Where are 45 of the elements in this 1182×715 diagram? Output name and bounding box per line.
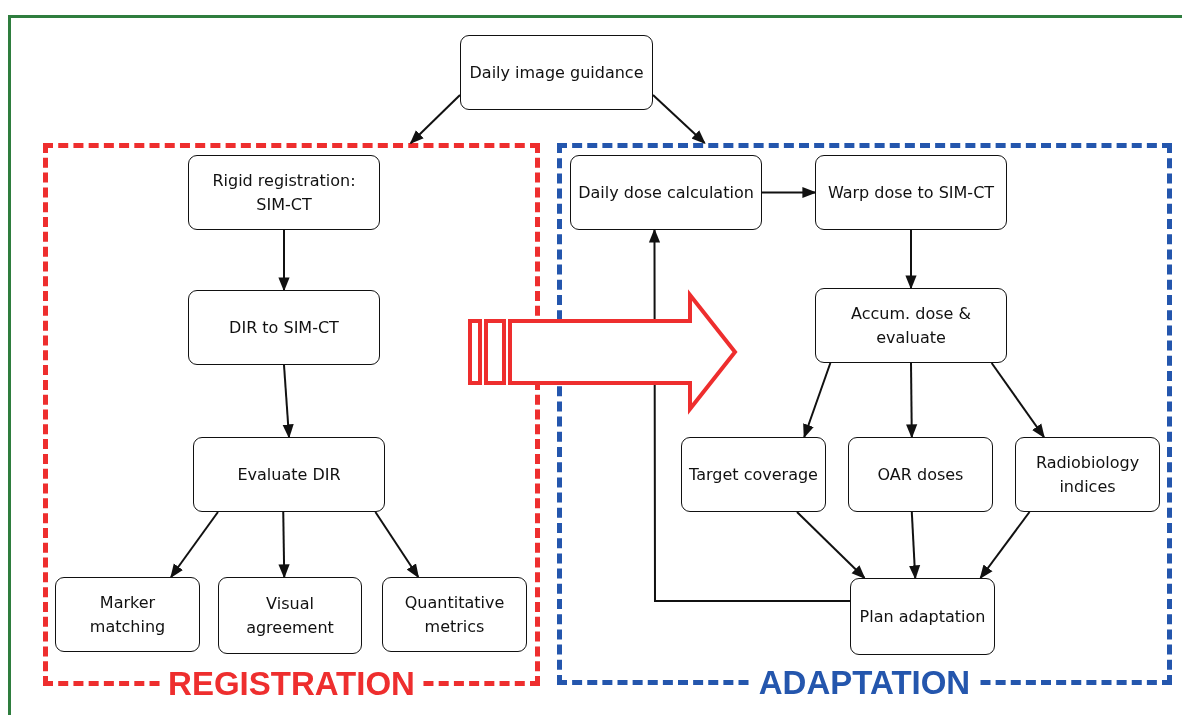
process-box — [188, 155, 380, 230]
box-label: OAR doses — [877, 463, 964, 486]
process-box — [193, 437, 385, 512]
box-label: Rigid registration: SIM-CT — [211, 169, 357, 216]
arrow — [905, 229, 917, 290]
box-label: Warp dose to SIM-CT — [827, 181, 995, 204]
box-label: Visual agreement — [245, 592, 335, 639]
box-label: Radiobiology indices — [1034, 451, 1141, 498]
block-arrow — [468, 289, 738, 415]
box-label: Evaluate DIR — [237, 463, 341, 486]
arrow — [648, 228, 851, 603]
process-box — [570, 155, 762, 230]
arrow — [170, 511, 219, 579]
arrow — [796, 511, 866, 579]
arrow — [979, 511, 1031, 580]
process-box — [815, 155, 1007, 230]
box-label: Marker matching — [88, 591, 167, 638]
process-box — [815, 288, 1007, 363]
arrow — [282, 364, 294, 439]
arrow — [803, 362, 832, 439]
process-box — [850, 578, 995, 655]
arrow — [374, 511, 420, 579]
process-box — [460, 35, 653, 110]
process-box — [55, 577, 200, 652]
box-label: DIR to SIM-CT — [229, 316, 339, 339]
process-box — [848, 437, 993, 512]
arrow — [278, 511, 290, 579]
process-box — [1015, 437, 1160, 512]
arrow — [909, 511, 921, 580]
process-box — [188, 290, 380, 365]
process-box — [681, 437, 826, 512]
box-label: Plan adaptation — [859, 605, 986, 628]
box-label: Target coverage — [689, 463, 818, 486]
box-label: Daily image guidance — [469, 61, 644, 84]
arrow — [278, 229, 290, 292]
box-label: Daily dose calculation — [578, 181, 754, 204]
process-box — [218, 577, 362, 654]
box-label: Accum. dose & evaluate — [850, 302, 972, 349]
arrow — [761, 186, 817, 199]
arrow — [990, 362, 1045, 439]
process-box — [382, 577, 527, 652]
arrow — [652, 94, 706, 144]
box-label: Quantitative metrics — [403, 591, 506, 638]
arrow — [409, 94, 461, 144]
arrow — [906, 362, 918, 439]
